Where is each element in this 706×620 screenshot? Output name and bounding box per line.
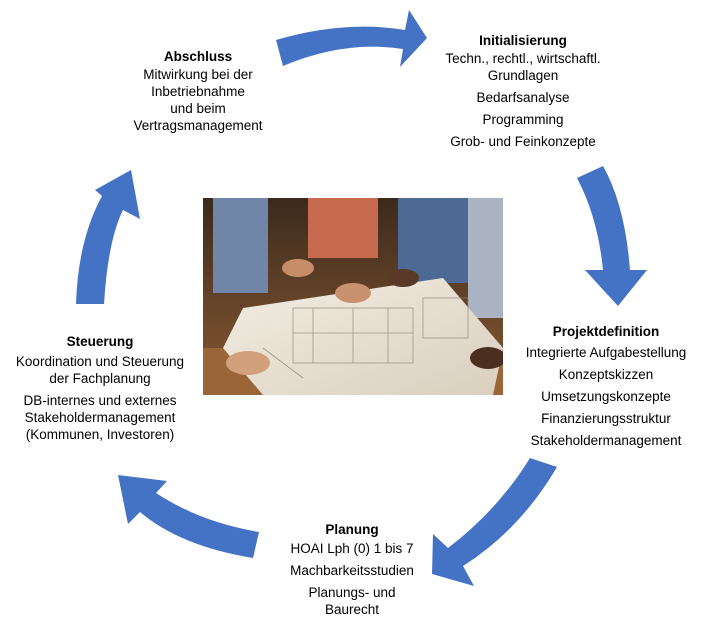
stage-title: Planung — [325, 522, 379, 537]
stage-line: der Fachplanung — [49, 371, 151, 386]
stage-line: Koordination und Steuerung — [15, 354, 185, 369]
stage-abschluss: Abschluss Mitwirkung bei der Inbetriebna… — [110, 48, 286, 134]
stage-line: Techn., rechtl., wirtschaftl. — [445, 51, 601, 66]
stage-line: Konzeptskizzen — [558, 367, 654, 382]
stage-line: Grundlagen — [487, 68, 559, 83]
stage-line: Stakeholdermanagement — [530, 433, 682, 448]
stage-line: Grob- und Feinkonzepte — [450, 134, 596, 149]
stage-steuerung: Steuerung Koordination und Steuerung der… — [2, 333, 198, 443]
stage-line: Machbarkeitsstudien — [290, 563, 414, 578]
arrow-projektdefinition-to-planung — [432, 458, 557, 586]
photo-illustration — [203, 198, 503, 395]
stage-line: Finanzierungsstruktur — [541, 411, 671, 426]
stage-line: Integrierte Aufgabestellung — [525, 345, 687, 360]
arrow-planung-to-steuerung — [118, 475, 259, 558]
stage-title: Abschluss — [163, 49, 233, 64]
stage-title: Steuerung — [66, 334, 134, 349]
stage-line: und beim — [170, 101, 226, 116]
arrow-initialisierung-to-projektdefinition — [577, 166, 647, 306]
stage-line: DB-internes und externes — [23, 393, 177, 408]
arrow-abschluss-to-initialisierung — [276, 10, 427, 67]
arrow-steuerung-to-abschluss — [76, 170, 140, 304]
stage-line: (Kommunen, Investoren) — [25, 427, 175, 442]
stage-line: Stakeholdermanagement — [24, 410, 176, 425]
stage-title: Projektdefinition — [552, 324, 660, 339]
stage-line: HOAI Lph (0) 1 bis 7 — [290, 541, 414, 556]
planning-team-photo — [203, 198, 503, 395]
stage-line: Bedarfsanalyse — [476, 90, 570, 105]
stage-line: Umsetzungskonzepte — [541, 389, 671, 404]
stage-planung: Planung HOAI Lph (0) 1 bis 7 Machbarkeit… — [262, 521, 442, 618]
stage-line: Baurecht — [324, 602, 380, 617]
stage-line: Planungs- und — [308, 585, 396, 600]
stage-line: Programming — [482, 112, 564, 127]
stage-projektdefinition: Projektdefinition Integrierte Aufgabeste… — [508, 323, 704, 449]
stage-line: Inbetriebnahme — [151, 84, 245, 99]
stage-line: Mitwirkung bei der — [143, 67, 253, 82]
stage-initialisierung: Initialisierung Techn., rechtl., wirtsch… — [428, 32, 618, 150]
stage-line: Vertragsmanagement — [133, 118, 263, 133]
stage-title: Initialisierung — [479, 33, 567, 48]
